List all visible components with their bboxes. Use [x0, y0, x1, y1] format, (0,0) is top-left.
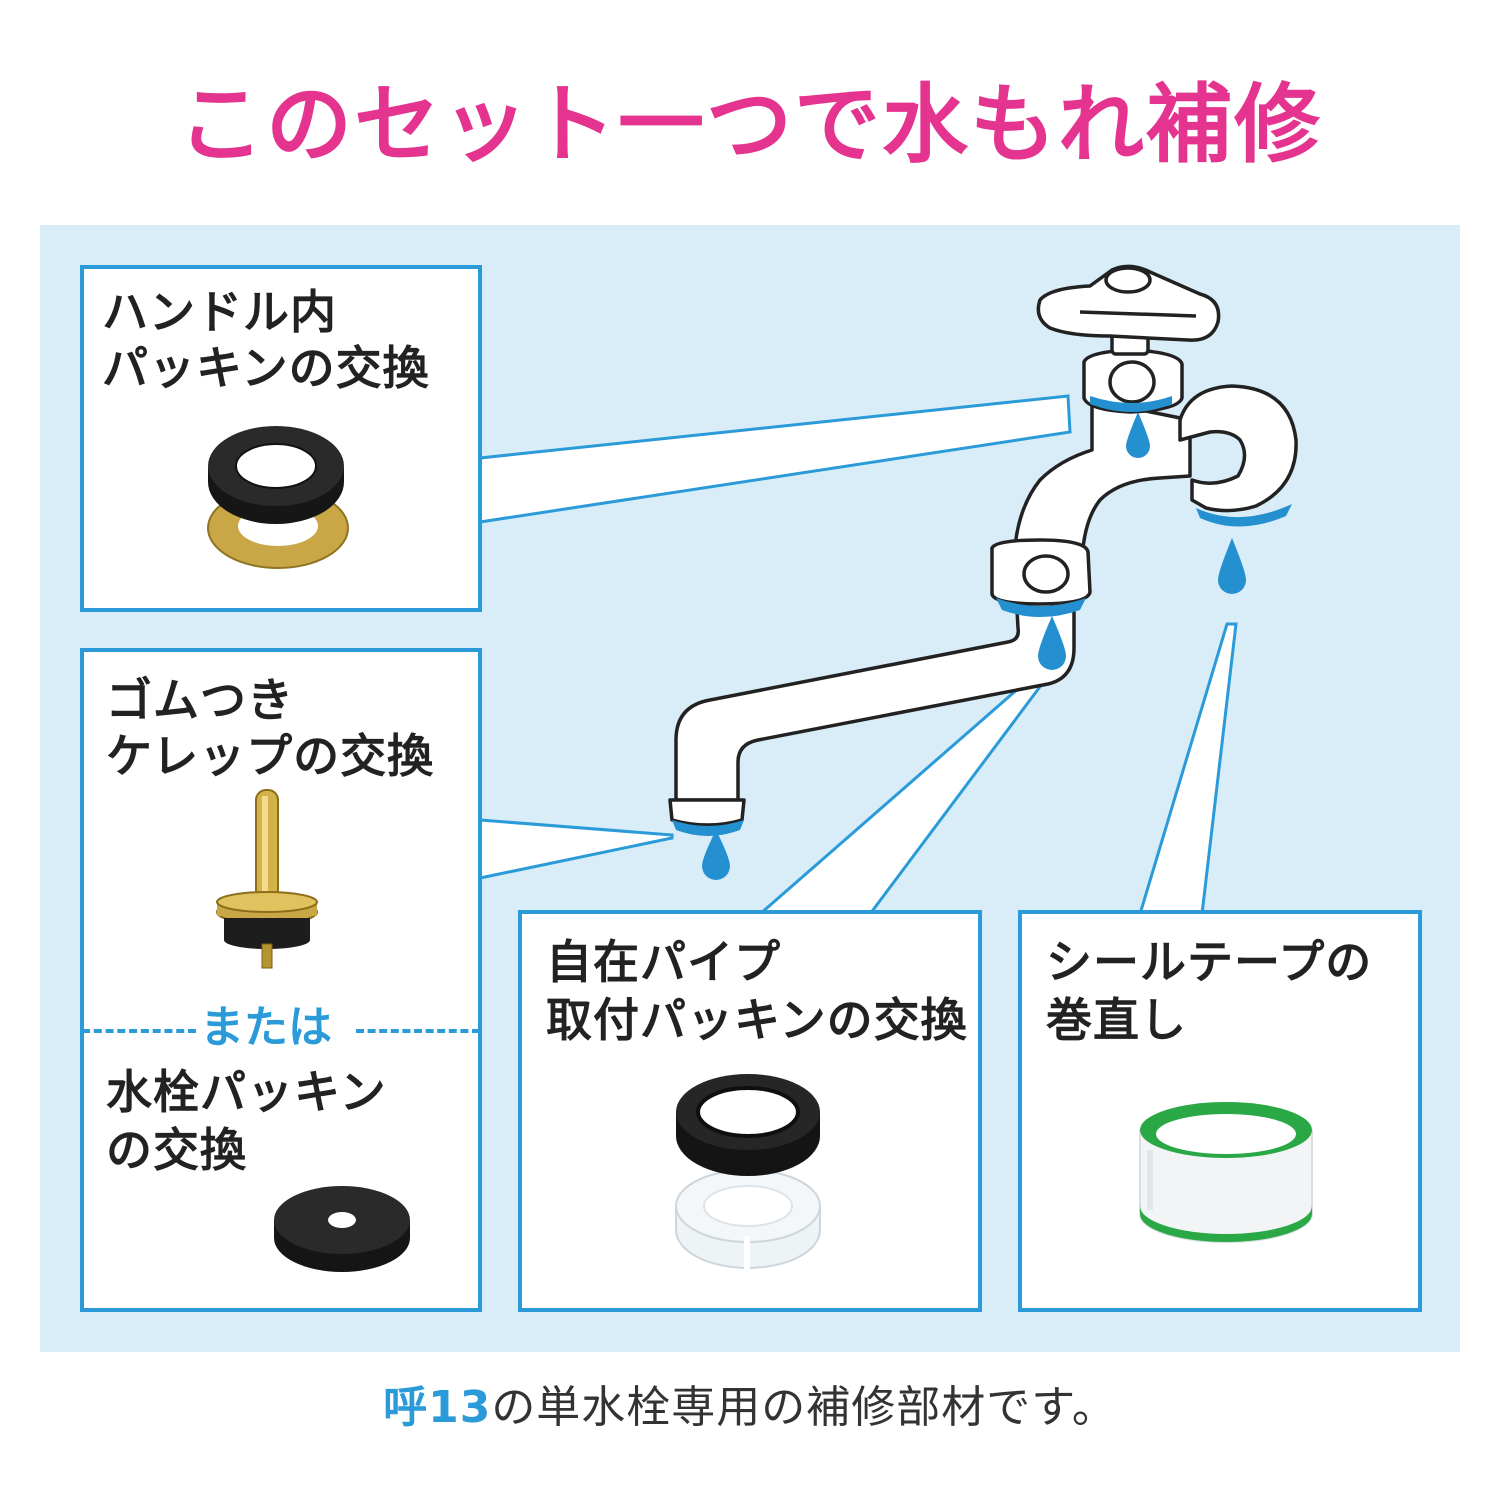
water-drop-icon [996, 598, 1086, 617]
handle-packing-title-1: ハンドル内 [102, 285, 337, 339]
kerep-title-1: ゴムつき [106, 673, 294, 727]
faucet-spout-tip [668, 798, 746, 827]
water-drop-icon [672, 820, 744, 836]
footer-text: の単水栓専用の補修部材です。 [491, 1382, 1117, 1433]
water-drop-icon [1126, 412, 1150, 458]
water-drop-icon [702, 830, 730, 880]
faucet-handle-ridge [1079, 310, 1197, 318]
footer-highlight: 呼13 [383, 1382, 492, 1433]
faucet-packing-icon [274, 1186, 410, 1272]
pipe-packing-title-1: 自在パイプ [546, 935, 781, 989]
faucet-upper-nut-face [1108, 360, 1156, 404]
handle-packing-icon [207, 426, 349, 569]
callout-kerep [80, 648, 482, 1312]
seal-tape-title-2: 巻直し [1046, 993, 1187, 1047]
faucet-packing-title-2: の交換 [106, 1123, 247, 1177]
faucet-handle-cap [1104, 266, 1152, 294]
connector-lines [478, 394, 1238, 916]
or-divider-left [82, 1029, 196, 1033]
footer-note: 呼13の単水栓専用の補修部材です。 [0, 1378, 1500, 1438]
pipe-packing-icon [675, 1074, 821, 1274]
water-drop-icon [1196, 504, 1292, 527]
page-title: このセット一つで水もれ補修 [178, 75, 1322, 175]
kerep-icon [216, 789, 318, 969]
seal-tape-icon [1139, 1102, 1313, 1243]
handle-packing-title-2: パッキンの交換 [102, 341, 430, 395]
faucet-handle [1036, 264, 1221, 342]
water-drops [672, 396, 1292, 880]
seal-tape-title-1: シールテープの [1046, 935, 1373, 989]
water-drop-icon [1038, 616, 1066, 670]
faucet-packing-title-1: 水栓パッキン [106, 1065, 387, 1119]
water-drop-icon [1090, 396, 1172, 412]
or-divider-right [356, 1029, 480, 1033]
faucet-outlet [1178, 384, 1298, 513]
kerep-title-2: ケレップの交換 [106, 729, 435, 783]
pipe-packing-title-2: 取付パッキンの交換 [546, 993, 968, 1047]
faucet-lower-nut-face [1022, 554, 1070, 594]
water-drop-icon [1218, 538, 1246, 594]
or-label: または [200, 1002, 332, 1053]
